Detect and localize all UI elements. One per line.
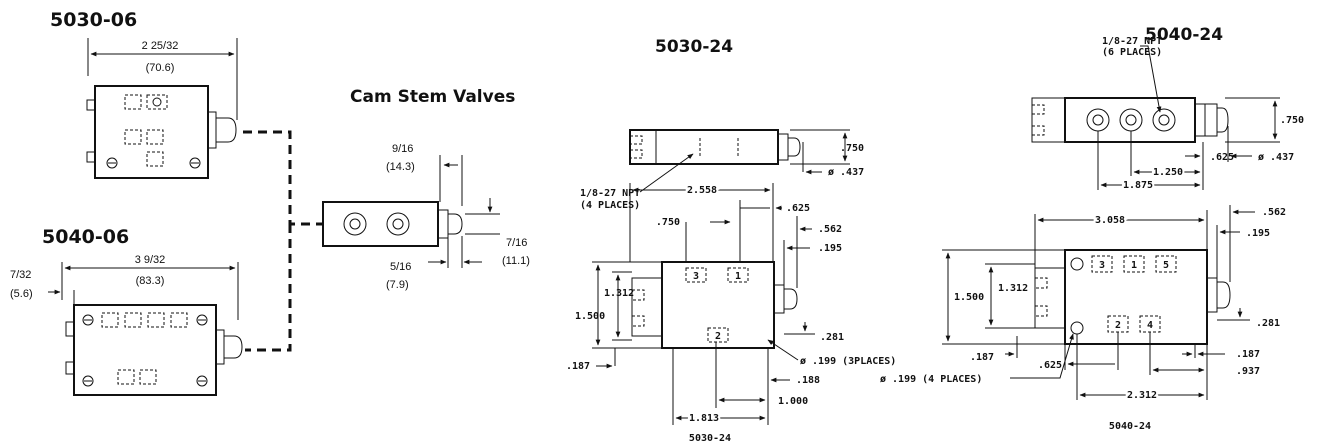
dim-5040-24-overall: 3.058 — [1095, 215, 1125, 226]
valve-5030-06: 2 25/32 (70.6) — [86, 38, 238, 179]
dim-5040-24-1250: 1.250 — [1153, 167, 1183, 178]
dim-5030-06-width: 2 25/32 — [142, 40, 179, 52]
dim-5030-06-width-mm: (70.6) — [146, 62, 175, 74]
dim-5030-24-top-dia: ø .437 — [828, 167, 864, 178]
dim-5030-24-1312: 1.312 — [604, 288, 634, 299]
dim-5040-24-2312: 2.312 — [1127, 390, 1157, 401]
title-5030-24: 5030-24 — [655, 37, 733, 57]
dim-5040-06-width-mm: (83.3) — [136, 275, 165, 287]
dim-5040-24-625: .625 — [1038, 360, 1062, 371]
dim-5030-24-1000: 1.000 — [778, 396, 808, 407]
dim-cam-d1: 9/16 — [392, 143, 413, 155]
dim-cam-d1-mm: (14.3) — [386, 161, 415, 173]
pad-5040-24-1: 1 — [1131, 260, 1137, 271]
note-5040-24-ports-1: 1/8-27 NPT — [1102, 36, 1162, 47]
dim-cam-d2-mm: (11.1) — [502, 255, 530, 267]
dim-5030-24-1500: 1.500 — [575, 311, 605, 322]
caption-5040-24: 5040-24 — [1109, 421, 1151, 432]
dim-5030-24-281: .281 — [820, 332, 844, 343]
dim-5030-24-562: .562 — [818, 224, 842, 235]
title-5040-06: 5040-06 — [42, 226, 129, 248]
dim-5030-24-195: .195 — [818, 243, 842, 254]
dim-5040-24-187-left: .187 — [970, 352, 994, 363]
note-5030-24-ports-2: (4 PLACES) — [580, 200, 640, 211]
dim-5040-24-937: .937 — [1236, 366, 1260, 377]
dim-5030-24-750: .750 — [656, 217, 680, 228]
valve-5030-24-front-view: 3 1 2 2.558 .625 .750 .562 .195 1.500 — [566, 183, 896, 444]
pad-5030-24-2: 2 — [715, 331, 721, 342]
dim-5030-24-625: .625 — [786, 203, 810, 214]
cam-stem-body — [322, 201, 439, 247]
note-5040-24-holes: ø .199 (4 PLACES) — [880, 374, 982, 385]
dim-5040-24-562: .562 — [1262, 207, 1286, 218]
dim-5030-24-187: .187 — [566, 361, 590, 372]
valve-5040-24-front-view: 3 1 5 2 4 3.058 .562 .195 1.500 1.312 . — [880, 205, 1286, 432]
pad-5030-24-1: 1 — [735, 271, 741, 282]
dim-5040-24-top-625: .625 — [1210, 152, 1234, 163]
valve-5030-24-top-view: .750 ø .437 1/8-27 NPT (4 PLACES) — [580, 129, 864, 211]
dim-5040-24-top-height: .750 — [1280, 115, 1304, 126]
dim-5040-06-offset: 7/32 — [10, 269, 31, 281]
note-5040-24-ports-2: (6 PLACES) — [1102, 47, 1162, 58]
note-5030-24-holes: ø .199 (3PLACES) — [800, 356, 896, 367]
dim-5030-24-overall: 2.558 — [687, 185, 717, 196]
dim-5040-06-offset-mm: (5.6) — [10, 288, 33, 300]
valve-5040-06-body — [73, 304, 217, 396]
pad-5030-24-3: 3 — [693, 271, 699, 282]
pad-5040-24-3: 3 — [1099, 260, 1105, 271]
dim-5040-24-1312: 1.312 — [998, 283, 1028, 294]
pad-5040-24-5: 5 — [1163, 260, 1169, 271]
dim-cam-d3-mm: (7.9) — [386, 279, 409, 291]
valve-5030-06-body — [94, 85, 209, 179]
title-5030-06: 5030-06 — [50, 9, 137, 31]
dim-5030-24-1813: 1.813 — [689, 413, 719, 424]
valve-5040-06: 3 9/32 (83.3) 7/32 (5.6) — [10, 254, 243, 396]
valve-cam-stem: 9/16 (14.3) 7/16 (11.1) 5/16 (7.9) — [322, 143, 530, 291]
dim-5040-24-281: .281 — [1256, 318, 1280, 329]
dim-5030-24-top-height: .750 — [840, 143, 864, 154]
title-cam-stem-valves: Cam Stem Valves — [350, 87, 515, 107]
dim-cam-d3: 5/16 — [390, 261, 411, 273]
valve-5030-24-top-body — [629, 129, 779, 165]
pad-5040-24-4: 4 — [1147, 320, 1153, 331]
title-5040-24: 5040-24 — [1145, 25, 1223, 45]
note-5030-24-ports-1: 1/8-27 NPT — [580, 188, 640, 199]
caption-5030-24: 5030-24 — [689, 433, 731, 444]
dim-5040-24-195: .195 — [1246, 228, 1270, 239]
dim-5040-24-187-right: .187 — [1236, 349, 1260, 360]
dim-5040-06-width: 3 9/32 — [135, 254, 166, 266]
valve-5040-24-top-view: .750 1/8-27 NPT (6 PLACES) .625 ø .437 1… — [1031, 36, 1304, 193]
dim-5040-24-1875: 1.875 — [1123, 180, 1153, 191]
pad-5040-24-2: 2 — [1115, 320, 1121, 331]
dim-5040-24-1500: 1.500 — [954, 292, 984, 303]
dashed-connector — [243, 130, 323, 352]
dim-5040-24-top-dia: ø .437 — [1258, 152, 1294, 163]
dim-cam-d2: 7/16 — [506, 237, 527, 249]
dim-5030-24-188: .188 — [796, 375, 820, 386]
